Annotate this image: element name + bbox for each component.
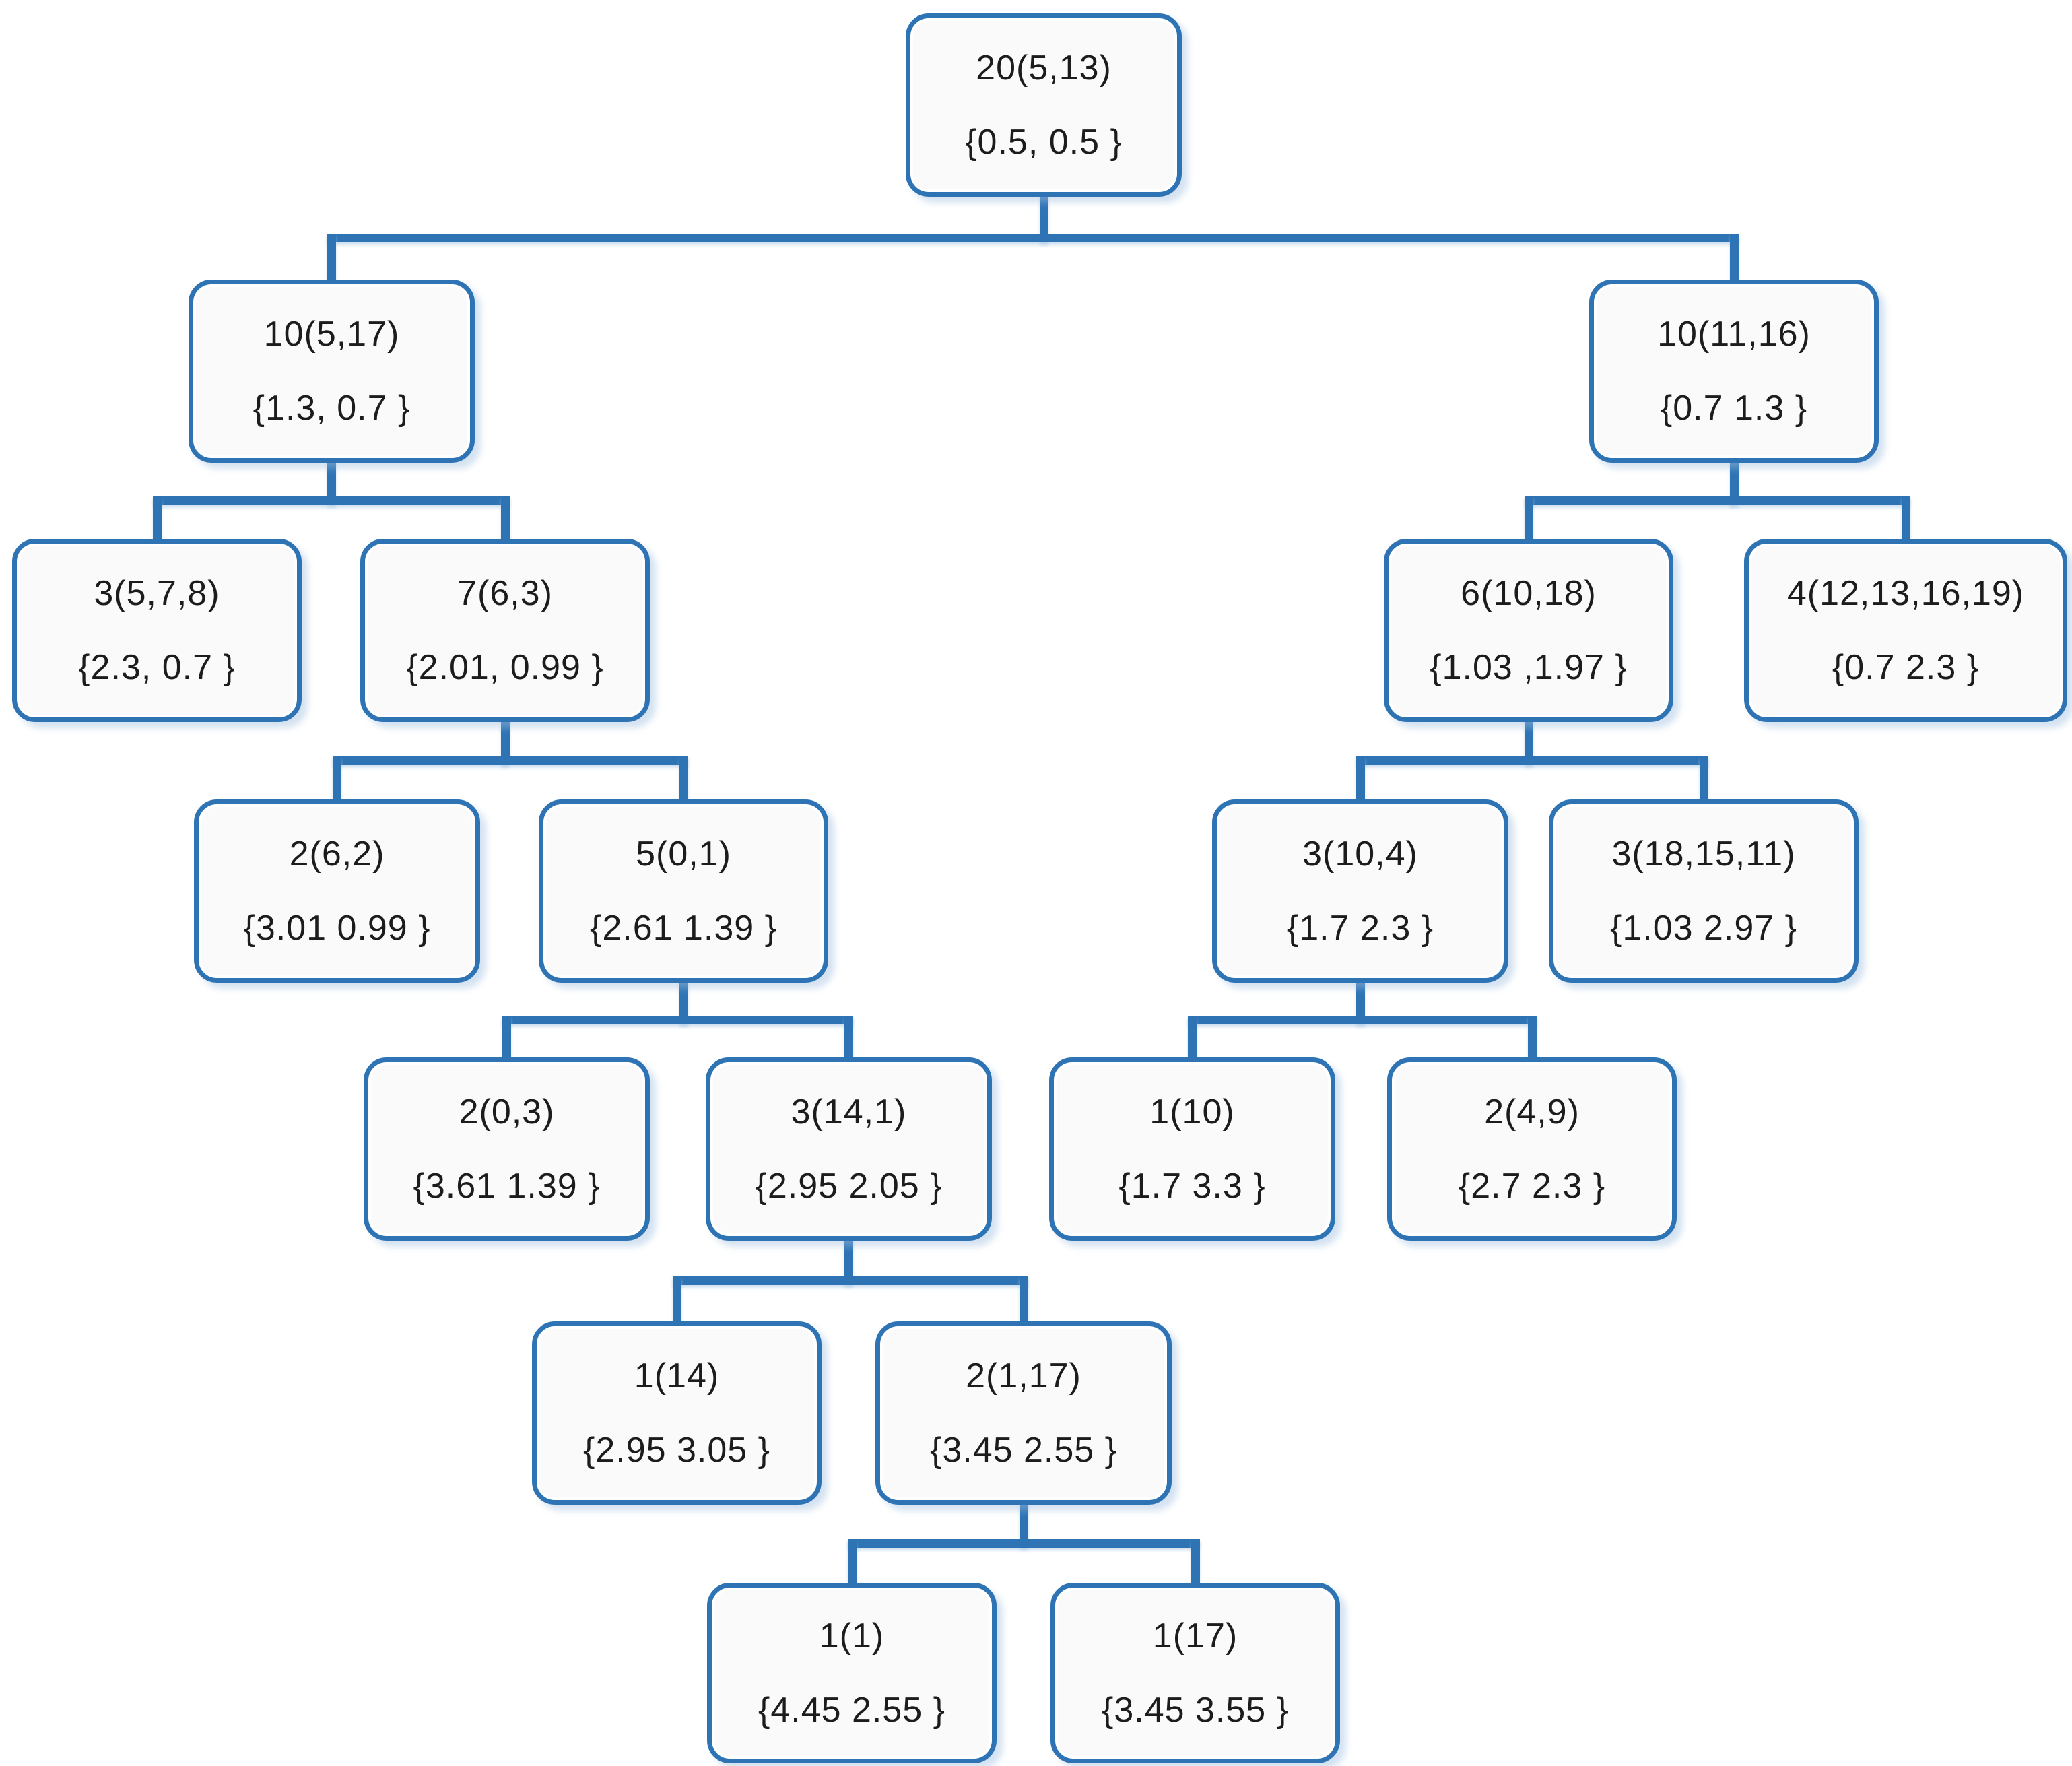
connector-line [1356,756,1708,765]
node-range-values: {1.7 2.3 } [1286,909,1434,948]
node-count-and-items: 10(5,17) [263,315,400,354]
tree-node-2-1-17: 2(1,17) {3.45 2.55 } [875,1321,1172,1505]
node-range-values: {2.95 2.05 } [755,1167,943,1206]
node-range-values: {2.01, 0.99 } [406,648,604,687]
node-range-values: {0.7 2.3 } [1832,648,1980,687]
node-range-values: {1.03 ,1.97 } [1430,648,1628,687]
connector-line [844,1238,853,1285]
connector-line [848,1539,1200,1548]
connector-line [679,980,688,1024]
node-count-and-items: 7(6,3) [457,574,553,613]
node-range-values: {3.45 3.55 } [1101,1691,1290,1730]
connector-line [1020,1276,1028,1326]
node-range-values: {1.03 2.97 } [1609,909,1798,948]
node-count-and-items: 3(14,1) [791,1092,907,1132]
node-count-and-items: 1(1) [819,1616,885,1656]
node-range-values: {2.3, 0.7 } [78,648,236,687]
connector-line [1525,496,1910,505]
connector-line [1730,460,1739,505]
node-count-and-items: 4(12,13,16,19) [1786,574,2025,613]
node-range-values: {3.01 0.99 } [243,909,431,948]
tree-node-5-0-1: 5(0,1) {2.61 1.39 } [539,799,828,983]
node-count-and-items: 5(0,1) [636,835,731,874]
tree-node-10-5-17: 10(5,17) {1.3, 0.7 } [189,280,475,463]
node-range-values: {1.3, 0.7 } [253,389,411,428]
node-range-values: {2.61 1.39 } [589,909,778,948]
connector-line [502,1016,511,1061]
connector-line [1191,1539,1200,1587]
tree-node-3-14-1: 3(14,1) {2.95 2.05 } [706,1057,992,1241]
node-range-values: {3.45 2.55 } [929,1431,1118,1470]
connector-line [1188,1016,1537,1024]
tree-node-20-5-13: 20(5,13) {0.5, 0.5 } [906,13,1182,197]
connector-line [153,496,510,505]
connector-line [153,496,162,543]
node-count-and-items: 2(4,9) [1484,1092,1580,1132]
connector-line [1188,1016,1197,1061]
tree-node-7-6-3: 7(6,3) {2.01, 0.99 } [360,539,650,722]
node-range-values: {1.7 3.3 } [1118,1167,1266,1206]
connector-line [333,756,688,765]
connector-line [502,1016,853,1024]
tree-node-3-10-4: 3(10,4) {1.7 2.3 } [1212,799,1508,983]
node-count-and-items: 10(11,16) [1657,315,1811,354]
connector-line [673,1276,1028,1285]
tree-node-2-0-3: 2(0,3) {3.61 1.39 } [364,1057,650,1241]
node-range-values: {4.45 2.55 } [758,1691,946,1730]
connector-line [1525,496,1533,543]
tree-node-10-11-16: 10(11,16) {0.7 1.3 } [1589,280,1879,463]
tree-node-1-17: 1(17) {3.45 3.55 } [1050,1583,1340,1763]
node-count-and-items: 1(10) [1149,1092,1235,1132]
connector-line [333,756,341,804]
connector-line [1356,980,1365,1024]
tree-node-3-5-7-8: 3(5,7,8) {2.3, 0.7 } [12,539,302,722]
tree-node-1-10: 1(10) {1.7 3.3 } [1049,1057,1335,1241]
connector-line [1528,1016,1537,1061]
tree-node-1-1: 1(1) {4.45 2.55 } [707,1583,997,1763]
node-range-values: {2.95 3.05 } [582,1431,771,1470]
connector-line [1700,756,1708,804]
connector-line [679,756,688,804]
connector-line [1902,496,1910,543]
node-count-and-items: 2(0,3) [459,1092,555,1132]
tree-node-3-18-15-11: 3(18,15,11) {1.03 2.97 } [1549,799,1859,983]
connector-line [1356,756,1365,804]
node-count-and-items: 1(14) [634,1356,720,1396]
node-count-and-items: 1(17) [1152,1616,1238,1656]
tree-node-2-4-9: 2(4,9) {2.7 2.3 } [1387,1057,1677,1241]
node-count-and-items: 20(5,13) [976,48,1112,88]
connector-line [673,1276,681,1326]
connector-line [848,1539,857,1587]
node-count-and-items: 3(5,7,8) [94,574,220,613]
node-count-and-items: 3(18,15,11) [1611,835,1796,874]
node-range-values: {3.61 1.39 } [413,1167,601,1206]
tree-node-6-10-18: 6(10,18) {1.03 ,1.97 } [1384,539,1673,722]
node-count-and-items: 3(10,4) [1302,835,1418,874]
connector-line [1525,719,1533,765]
connector-line [327,234,336,284]
tree-node-4-12-13-16-19: 4(12,13,16,19) {0.7 2.3 } [1744,539,2067,722]
tree-node-1-14: 1(14) {2.95 3.05 } [532,1321,822,1505]
tree-node-2-6-2: 2(6,2) {3.01 0.99 } [194,799,480,983]
connector-line [844,1016,853,1061]
connector-line [327,460,336,505]
connector-line [1020,1502,1028,1548]
connector-line [1730,234,1739,284]
node-range-values: {2.7 2.3 } [1458,1167,1606,1206]
node-count-and-items: 2(6,2) [289,835,385,874]
node-count-and-items: 6(10,18) [1461,574,1597,613]
node-count-and-items: 2(1,17) [966,1356,1081,1396]
connector-line [327,234,1739,242]
node-range-values: {0.7 1.3 } [1660,389,1808,428]
connector-line [501,496,510,543]
connector-line [1040,194,1048,242]
node-range-values: {0.5, 0.5 } [965,123,1123,162]
connector-line [501,719,510,765]
